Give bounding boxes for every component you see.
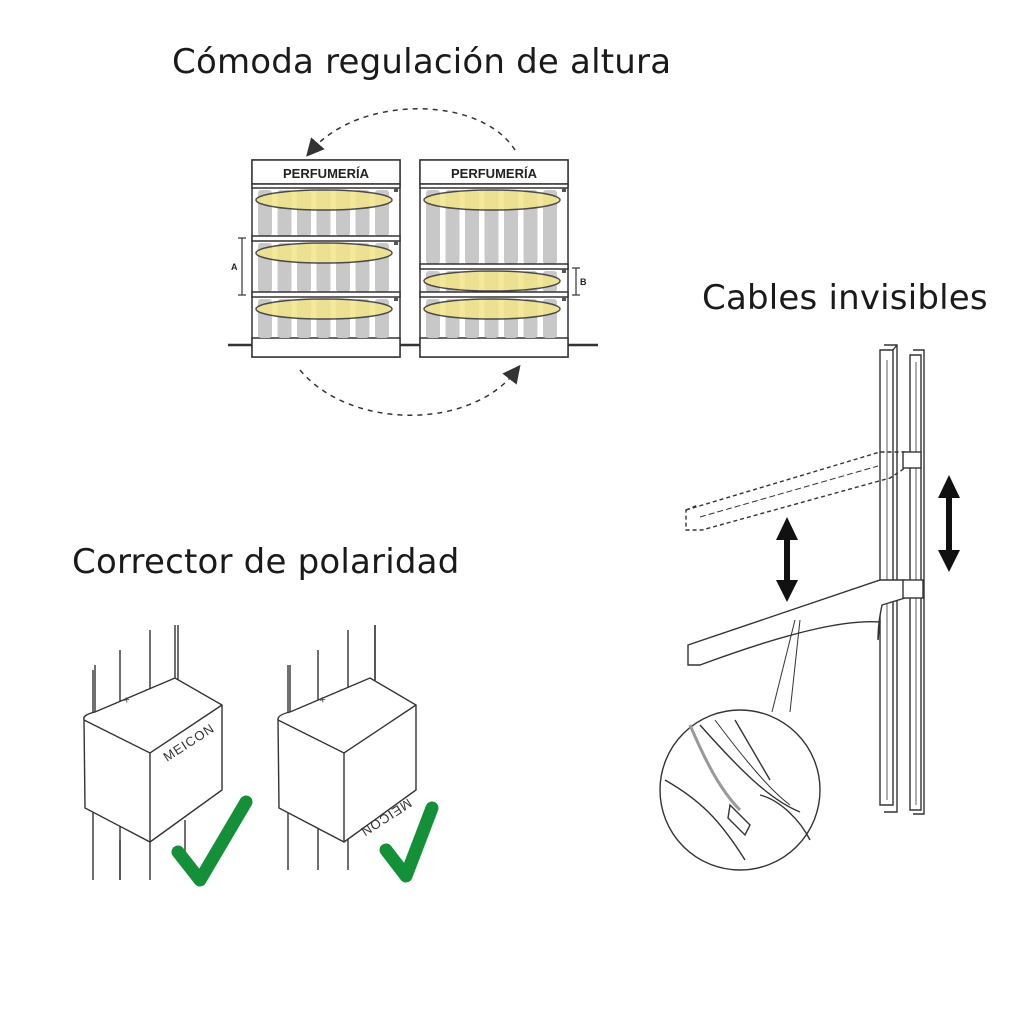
shelf-unit-right xyxy=(419,159,580,358)
bottle-row-right-2 xyxy=(423,270,561,292)
bottle-row-left-1 xyxy=(255,189,393,236)
shelf-unit-left xyxy=(238,159,401,358)
minus-marker-right: - xyxy=(338,683,344,696)
check-icon-left xyxy=(171,795,253,887)
dimension-a-label: A xyxy=(231,262,238,272)
light-glow xyxy=(423,270,561,292)
shelving-diagram xyxy=(228,108,598,416)
swap-arrow-top xyxy=(306,108,516,157)
detail-magnifier xyxy=(659,709,821,871)
bottle xyxy=(426,190,440,264)
bottle-row-left-3 xyxy=(255,298,393,338)
plus-marker-left: + xyxy=(122,694,130,707)
light-glow xyxy=(255,298,393,320)
connector-right xyxy=(277,625,417,870)
connector-left xyxy=(83,625,223,880)
bottle-row-left-2 xyxy=(255,242,393,292)
shelf-header-right: PERFUMERÍA xyxy=(451,166,538,181)
dimension-b-label: B xyxy=(580,277,587,287)
shelf-header-left: PERFUMERÍA xyxy=(283,166,370,181)
cable-diagram xyxy=(659,344,925,871)
double-arrow-right xyxy=(938,475,960,572)
light-glow xyxy=(255,189,393,211)
upright-profile xyxy=(879,349,894,806)
light-glow xyxy=(423,298,561,320)
hidden-cables-title: Cables invisibles xyxy=(702,278,988,318)
check-icon-right xyxy=(379,801,439,883)
minus-marker-left: - xyxy=(143,683,149,696)
height-adjust-title: Cómoda regulación de altura xyxy=(172,42,672,82)
light-glow xyxy=(255,242,393,264)
double-arrow-left xyxy=(776,517,798,602)
bottle-row-right-3 xyxy=(423,298,561,338)
polarity-corrector-title: Corrector de polaridad xyxy=(72,542,460,582)
bracket-ghost xyxy=(685,451,906,531)
bracket-solid xyxy=(687,579,906,666)
bottle xyxy=(543,190,557,264)
light-glow xyxy=(423,189,561,211)
swap-arrow-bottom xyxy=(299,364,521,416)
bottle-row-right-1 xyxy=(423,189,561,264)
plus-marker-right: + xyxy=(318,694,326,707)
